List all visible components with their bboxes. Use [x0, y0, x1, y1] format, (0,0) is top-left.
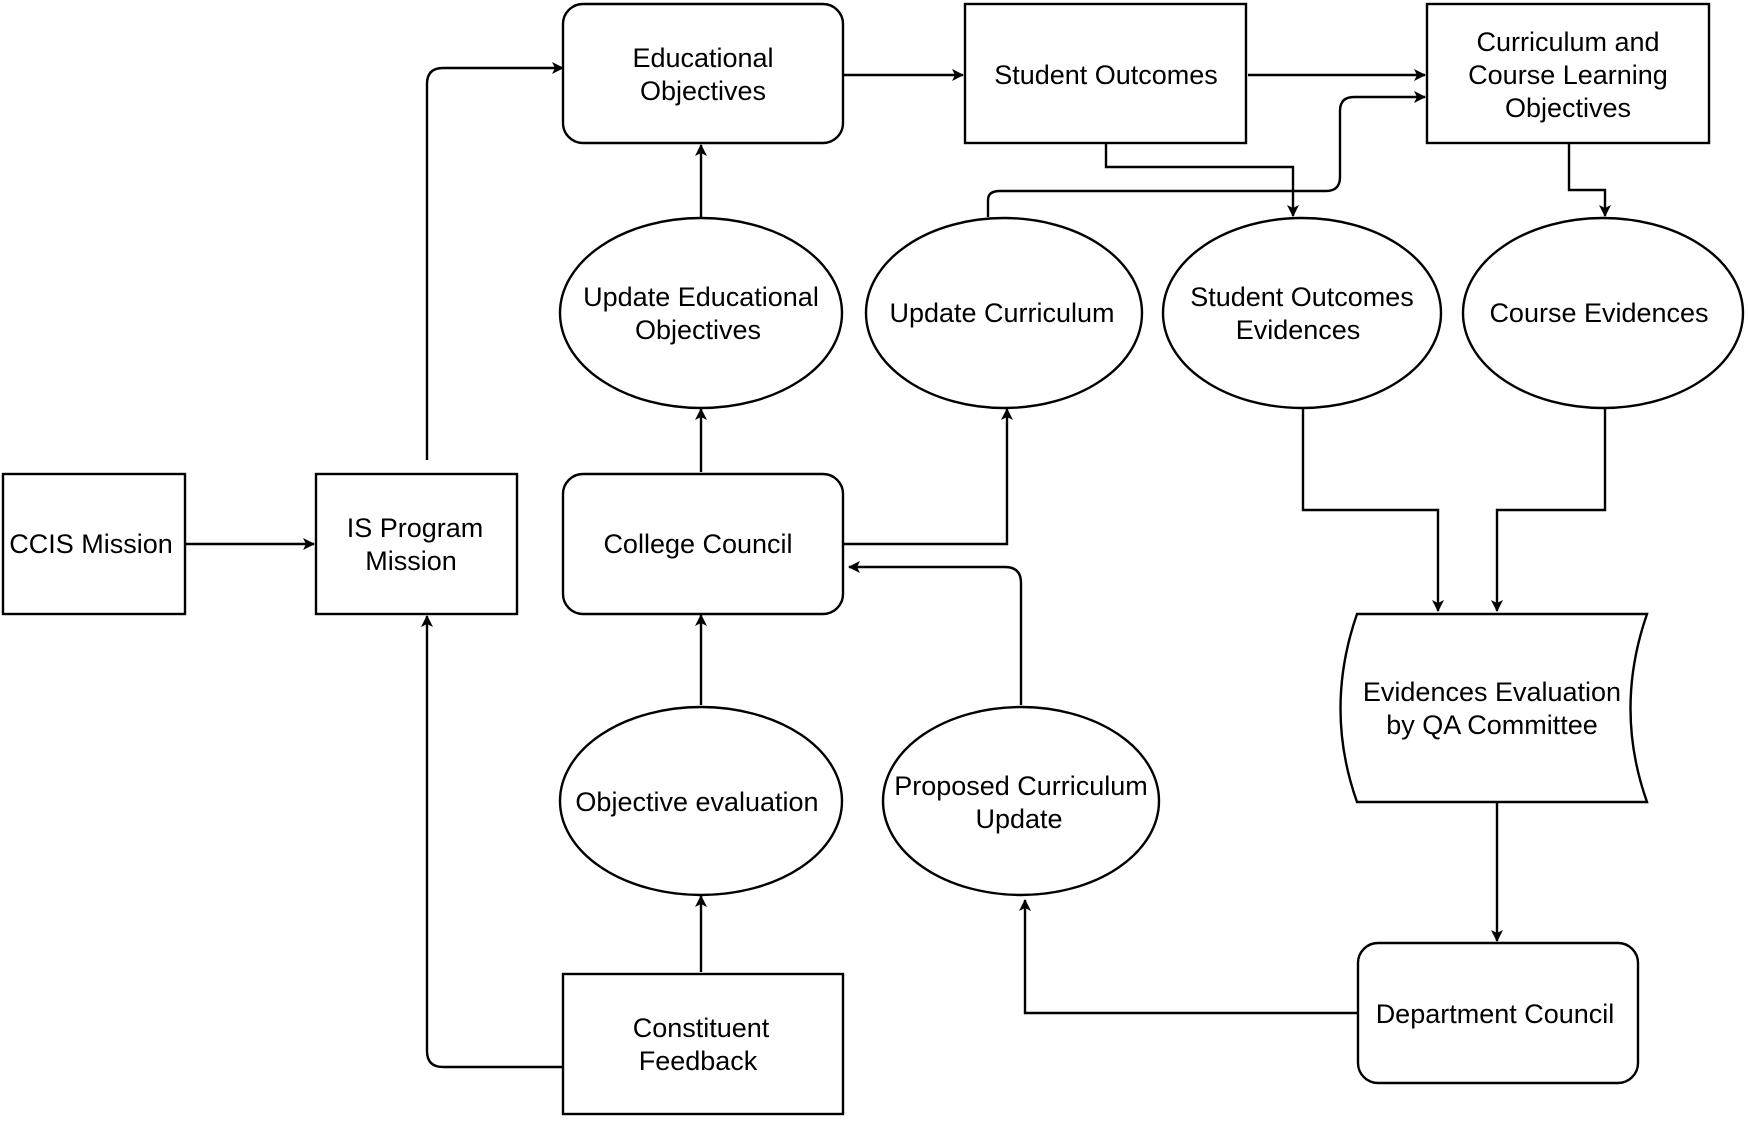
is-program-mission-line-2: Mission: [365, 546, 457, 576]
objective-evaluation-label: Objective evaluation: [575, 787, 818, 817]
proposed-curriculum-update-line-2: Update: [975, 804, 1062, 834]
node-update-curriculum: Update Curriculum: [864, 216, 1144, 410]
curriculum-objectives-line-3: Objectives: [1505, 93, 1631, 123]
node-objective-evaluation: Objective evaluation: [558, 705, 844, 897]
constituent-feedback-line-2: Feedback: [639, 1046, 758, 1076]
node-course-evidences: Course Evidences: [1461, 216, 1745, 410]
edge-student-outcomes-to-so-evidences: [1104, 143, 1299, 217]
student-outcomes-label: Student Outcomes: [994, 60, 1218, 90]
node-is-program-mission: IS Program Mission: [314, 472, 519, 616]
edge-course-evidences-to-qa-evaluation: [1491, 409, 1607, 612]
evidences-evaluation-line-1: Evidences Evaluation: [1363, 677, 1621, 707]
node-evidences-evaluation: Evidences Evaluation by QA Committee: [1339, 612, 1649, 804]
edge-proposed-update-to-college-council: [848, 561, 1023, 705]
constituent-feedback-line-1: Constituent: [633, 1013, 770, 1043]
node-update-educational-objectives: Update Educational Objectives: [558, 216, 844, 410]
evidences-evaluation-line-2: by QA Committee: [1386, 710, 1598, 740]
update-educational-objectives-line-2: Objectives: [635, 315, 761, 345]
edge-curriculum-to-course-evidences: [1567, 143, 1611, 217]
educational-objectives-line-1: Educational: [632, 43, 773, 73]
node-constituent-feedback: Constituent Feedback: [561, 972, 845, 1116]
educational-objectives-line-2: Objectives: [640, 76, 766, 106]
edges: [186, 62, 1611, 1069]
update-curriculum-label: Update Curriculum: [889, 298, 1114, 328]
node-department-council: Department Council: [1356, 941, 1640, 1085]
edge-college-council-to-update-curriculum: [843, 408, 1013, 546]
edge-constituent-feedback-to-is-mission: [421, 615, 563, 1069]
college-council-label: College Council: [603, 529, 792, 559]
edge-department-council-to-proposed-update: [1019, 899, 1357, 1015]
node-educational-objectives: Educational Objectives: [561, 2, 845, 145]
course-evidences-label: Course Evidences: [1489, 298, 1708, 328]
curriculum-objectives-line-2: Course Learning: [1468, 60, 1668, 90]
node-ccis-mission: CCIS Mission: [1, 472, 187, 616]
node-student-outcomes: Student Outcomes: [963, 2, 1248, 145]
node-college-council: College Council: [561, 472, 845, 616]
edge-so-evidences-to-qa-evaluation: [1301, 409, 1444, 612]
node-proposed-curriculum-update: Proposed Curriculum Update: [881, 705, 1161, 897]
curriculum-objectives-line-1: Curriculum and: [1476, 27, 1659, 57]
is-program-mission-line-1: IS Program: [347, 513, 484, 543]
student-outcomes-evidences-line-2: Evidences: [1236, 315, 1361, 345]
student-outcomes-evidences-line-1: Student Outcomes: [1190, 282, 1414, 312]
update-educational-objectives-line-1: Update Educational: [583, 282, 819, 312]
department-council-label: Department Council: [1376, 999, 1615, 1029]
edge-is-mission-to-educational-objectives: [425, 62, 564, 460]
proposed-curriculum-update-line-1: Proposed Curriculum: [894, 771, 1148, 801]
edge-update-curriculum-to-curriculum: [986, 91, 1426, 217]
ccis-mission-label: CCIS Mission: [9, 529, 173, 559]
node-curriculum-objectives: Curriculum and Course Learning Objective…: [1425, 2, 1711, 145]
node-student-outcomes-evidences: Student Outcomes Evidences: [1161, 216, 1443, 410]
